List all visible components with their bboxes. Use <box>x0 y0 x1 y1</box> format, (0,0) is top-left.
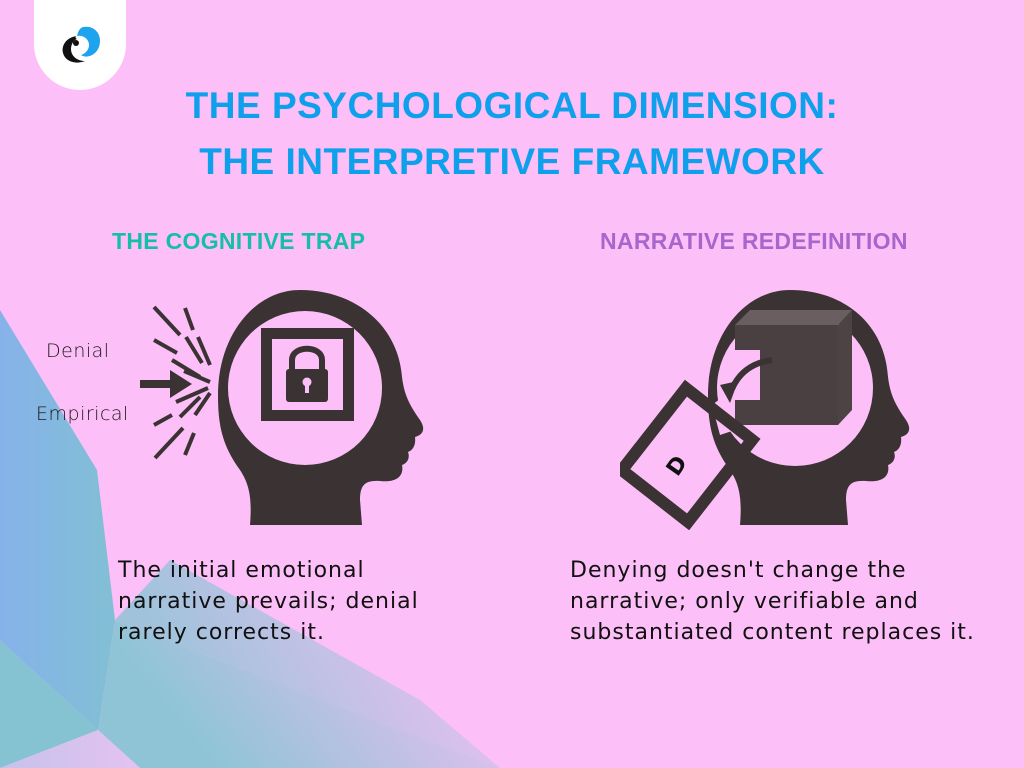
brand-logo-icon <box>62 26 101 63</box>
head-with-block-replacement-icon: D <box>620 290 910 530</box>
narrative-redefinition-heading: NARRATIVE REDEFINITION <box>600 228 908 254</box>
page-title: THE PSYCHOLOGICAL DIMENSION: THE INTERPR… <box>0 78 1024 190</box>
block-icon <box>735 310 852 425</box>
cognitive-trap-heading: THE COGNITIVE TRAP <box>112 228 366 254</box>
empirical-label: Empirical <box>36 403 129 425</box>
arrow-icon <box>140 370 192 398</box>
impact-burst-icon <box>152 305 212 460</box>
replaced-tile-icon <box>620 379 761 530</box>
logo-tab[interactable] <box>34 0 126 90</box>
denial-label: Denial <box>46 340 110 362</box>
narrative-redefinition-description: Denying doesn't change the narrative; on… <box>570 558 975 645</box>
tile-glyph: D <box>662 451 693 480</box>
title-line-2: THE INTERPRETIVE FRAMEWORK <box>199 141 825 182</box>
lock-icon <box>286 345 328 402</box>
curved-arrow-icon <box>720 357 773 403</box>
cognitive-trap-description: The initial emotional narrative prevails… <box>118 558 419 645</box>
head-with-lock-icon <box>140 290 424 525</box>
title-line-1: THE PSYCHOLOGICAL DIMENSION: <box>185 85 839 126</box>
